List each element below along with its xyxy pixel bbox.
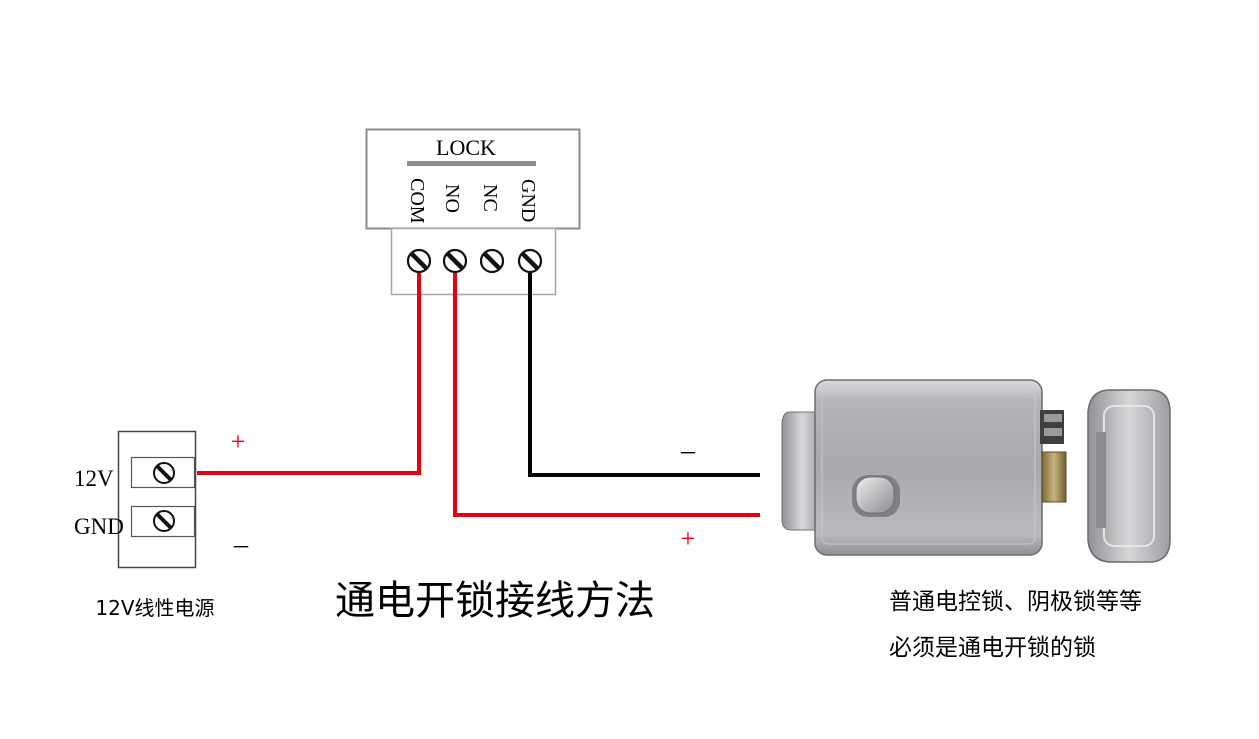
controller-title: LOCK [436,135,496,160]
controller-title-underline [407,161,536,166]
power-supply-terminal [117,430,197,569]
power-minus-sign: － [231,535,251,559]
terminal-label-gnd: GND [517,179,539,222]
lock-plus-sign: + [681,524,696,553]
screw-gnd-supply-icon [153,510,175,532]
power-label-12v: 12V [74,466,114,491]
terminal-label-nc: NC [479,184,501,212]
screw-gnd-icon [517,248,543,274]
terminal-label-no: NO [441,184,463,213]
power-label-gnd: GND [74,514,124,539]
lock-controller: LOCK COM NO NC GND [365,128,581,296]
screw-12v-icon [153,462,175,484]
terminal-label-com: COM [406,178,428,224]
wire-no-to-lock-positive [453,273,760,517]
lock-caption-line2: 必须是通电开锁的锁 [889,635,1096,661]
lock-strike-plate [1087,389,1171,563]
lock-button-icon [852,475,900,517]
wire-gnd-to-lock-negative [528,273,760,477]
electric-lock-illustration [781,379,1171,563]
screw-com-icon [406,248,432,274]
screw-no-icon [442,248,468,274]
power-supply-box [117,430,197,569]
wire-com-to-12v [197,273,421,475]
lock-caption-line1: 普通电控锁、阴极锁等等 [889,589,1142,615]
power-plus-sign: + [231,427,246,456]
screw-nc-icon [479,248,505,274]
lock-minus-sign: － [678,441,698,465]
controller-label-panel [365,128,581,230]
main-title: 通电开锁接线方法 [335,578,655,624]
power-supply-caption: 12V线性电源 [95,596,214,620]
